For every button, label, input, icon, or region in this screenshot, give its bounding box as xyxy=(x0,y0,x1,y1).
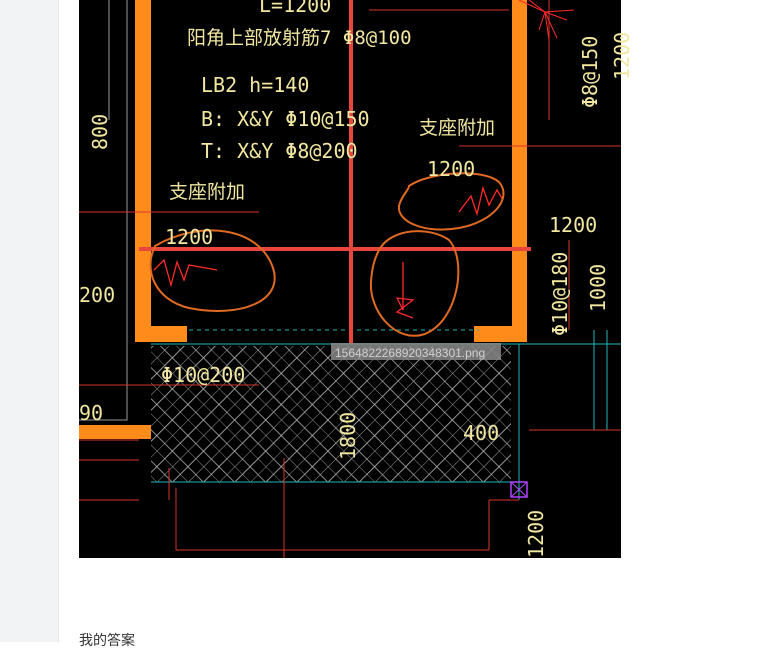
answer-heading: 我的答案 xyxy=(79,632,135,648)
filename-text: 1564822268920348301.png xyxy=(335,346,485,360)
support-add-right-label: 支座附加 xyxy=(419,117,495,139)
left-sidebar xyxy=(0,0,59,642)
length-far-right-label: 1200 xyxy=(549,213,597,237)
left-dim-800: 800 xyxy=(88,114,112,150)
right-dim-1200-top: 1200 xyxy=(610,32,634,80)
length-right-label: 1200 xyxy=(427,157,475,181)
right-rebar-150: Φ8@150 xyxy=(578,36,602,108)
right-rebar-180: Φ10@180 xyxy=(548,252,572,336)
dim-400-label: 400 xyxy=(463,421,499,445)
support-add-left-label: 支座附加 xyxy=(169,181,245,203)
dim-1200-bottom: 1200 xyxy=(524,510,548,558)
left-dim-200: 200 xyxy=(79,283,115,307)
right-dim-1000: 1000 xyxy=(586,264,610,312)
slab-id-label: LB2 h=140 xyxy=(201,73,309,97)
rebar-200-label: Φ10@200 xyxy=(161,363,245,387)
cad-drawing-svg: L=1200 阳角上部放射筋7 Φ8@100 LB2 h=140 B: X&Y … xyxy=(79,0,634,558)
length-left-label: 1200 xyxy=(165,225,213,249)
annotation-texts: L=1200 阳角上部放射筋7 Φ8@100 LB2 h=140 B: X&Y … xyxy=(79,0,634,558)
top-rebar-label: T: X&Y Φ8@200 xyxy=(201,139,358,163)
rebar-zigzags xyxy=(153,185,504,319)
orange-wall-outline xyxy=(79,0,527,439)
red-thin-lines xyxy=(79,0,621,558)
left-grey-lines xyxy=(79,0,128,421)
bottom-rebar-label: B: X&Y Φ10@150 xyxy=(201,107,370,131)
left-dim-90: 90 xyxy=(79,401,103,425)
radial-bar-note: 阳角上部放射筋7 Φ8@100 xyxy=(187,27,412,49)
filename-overlay: 1564822268920348301.png xyxy=(331,343,501,360)
markup-circles xyxy=(149,172,505,337)
radial-rebar-marks xyxy=(518,0,575,41)
dim-1800-label: 1800 xyxy=(336,412,360,460)
cad-drawing-image[interactable]: L=1200 阳角上部放射筋7 Φ8@100 LB2 h=140 B: X&Y … xyxy=(79,0,634,558)
red-cross-lines xyxy=(139,0,531,344)
purple-marker xyxy=(510,481,528,498)
top-length-label: L=1200 xyxy=(259,0,331,17)
